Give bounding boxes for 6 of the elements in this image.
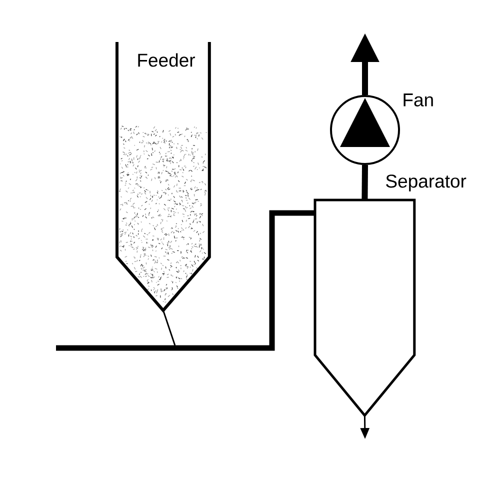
hopper: Feeder bbox=[116, 42, 211, 313]
node-label: Separator bbox=[386, 174, 466, 192]
node-label: Fan bbox=[404, 94, 433, 106]
pipe bbox=[362, 164, 368, 200]
line bbox=[162, 310, 176, 346]
pipe bbox=[56, 210, 315, 351]
